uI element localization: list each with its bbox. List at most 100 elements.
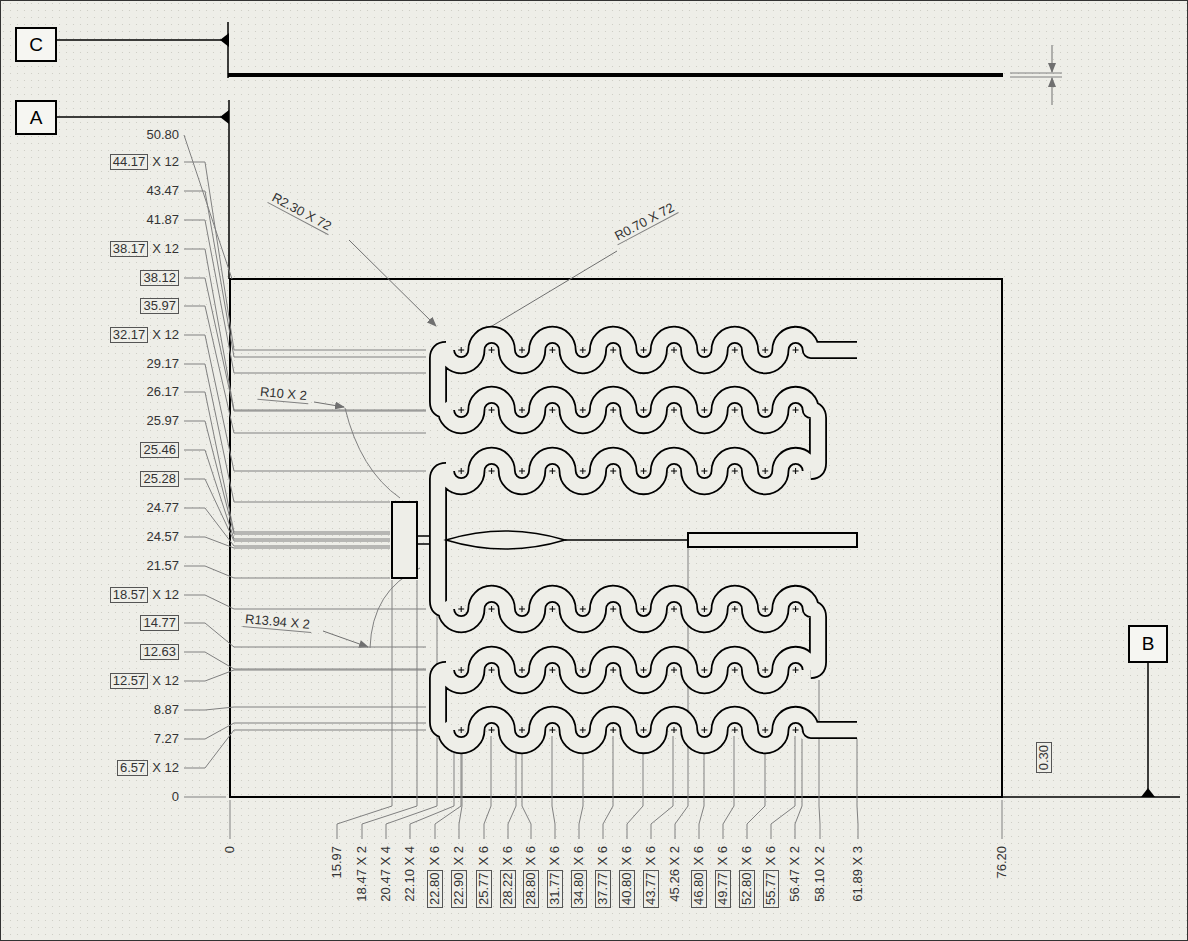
dimension-row: 38.17X 12 <box>0 241 179 257</box>
datum-letter: B <box>1142 633 1155 655</box>
basic-dimension: 32.17 <box>110 327 149 343</box>
dimension-row: 8.87 <box>0 702 179 718</box>
dimension-text: X 6 <box>764 846 778 866</box>
basic-dimension: 22.90 <box>451 870 467 909</box>
dimension-row: 35.97 <box>0 298 179 314</box>
dimension-column: 22.90X 2 <box>451 846 467 941</box>
dimension-text: 29.17 <box>146 357 179 371</box>
dimension-text: 24.77 <box>146 501 179 515</box>
leader-line <box>795 739 802 839</box>
leader-line <box>184 595 426 609</box>
dimension-row: 6.57X 12 <box>0 760 179 776</box>
basic-dimension: 14.77 <box>140 615 179 631</box>
leader-line <box>184 652 426 669</box>
datum-box: A <box>15 100 57 135</box>
dimension-text: 45.26 X 2 <box>668 846 682 902</box>
leader-line <box>184 707 426 710</box>
dimension-column: 58.10 X 2 <box>812 846 828 941</box>
dimension-row: 41.87 <box>0 212 179 228</box>
dimension-row: 38.12 <box>0 270 179 286</box>
basic-dimension: 35.97 <box>140 298 179 314</box>
basic-dimension: 37.77 <box>595 870 611 909</box>
dimension-text: 18.47 X 2 <box>355 846 369 902</box>
leader-line <box>184 723 426 739</box>
dimension-text: X 6 <box>620 846 634 866</box>
dimension-text: 41.87 <box>146 213 179 227</box>
leader-line <box>435 742 461 839</box>
basic-dimension: 46.80 <box>691 870 707 909</box>
datum-leader <box>57 116 221 118</box>
dimension-row: 25.46 <box>0 442 179 458</box>
dimension-column: 40.80 X 6 <box>619 846 635 941</box>
extension-line <box>1010 73 1062 74</box>
dimension-row: 43.47 <box>0 183 179 199</box>
leader-line <box>627 742 643 839</box>
dimension-text: 24.57 <box>146 530 179 544</box>
extension-line <box>1010 77 1062 78</box>
basic-dimension: 44.17 <box>110 154 149 170</box>
dimension-column: 49.77X 6 <box>715 846 731 941</box>
datum-letter: A <box>30 107 43 129</box>
basic-dimension: 38.17 <box>110 241 149 257</box>
datum-triangle <box>220 110 229 124</box>
dimension-text: X 12 <box>152 155 179 169</box>
dimension-row: 14.77 <box>0 615 179 631</box>
dimension-text: X 12 <box>152 588 179 602</box>
leader-line <box>184 730 426 768</box>
dimension-row: 32.17X 12 <box>0 327 179 343</box>
dimension-text: 25.97 <box>146 414 179 428</box>
dimension-text: X 6 <box>716 846 730 866</box>
basic-dimension: 6.57 <box>117 760 148 776</box>
dimension-text: 8.87 <box>154 703 179 717</box>
dimension-row: 18.57X 12 <box>0 587 179 603</box>
leader-line <box>323 631 368 647</box>
dimension-text: X 6 <box>740 846 754 866</box>
leader-line <box>184 537 390 548</box>
leader-line <box>484 736 491 839</box>
extension-line <box>228 100 230 279</box>
leader-line <box>349 240 436 326</box>
dimension-column: 28.22X 6 <box>500 846 516 941</box>
leader-line <box>603 736 613 839</box>
leader-line <box>184 249 426 410</box>
dimension-text: X 12 <box>152 674 179 688</box>
basic-dimension: 28.80 <box>523 870 539 909</box>
dimension-text: 7.27 <box>154 732 179 746</box>
leader-line <box>184 421 390 534</box>
leader-line <box>230 800 231 839</box>
dimension-row: 7.27 <box>0 731 179 747</box>
dimension-text: 58.10 X 2 <box>813 846 827 902</box>
basic-dimension: 40.80 <box>619 870 635 909</box>
dimension-column: 28.80X 6 <box>523 846 539 941</box>
outlet-channel <box>688 533 857 547</box>
leader-line <box>184 278 426 411</box>
dimension-text: X 12 <box>152 328 179 342</box>
dimension-text: 26.17 <box>146 385 179 399</box>
dimension-text: X 6 <box>428 846 442 866</box>
dimension-column: 45.26 X 2 <box>667 846 683 941</box>
leader-line <box>747 742 765 839</box>
basic-dimension: 0.30 <box>1036 742 1052 773</box>
basic-dimension: 34.80 <box>571 870 587 909</box>
dimension-text: 43.47 <box>146 184 179 198</box>
dimension-text: 21.57 <box>146 559 179 573</box>
dimension-row: 12.57X 12 <box>0 673 179 689</box>
leader-line <box>819 680 820 839</box>
dimension-text: 61.89 X 3 <box>851 846 865 902</box>
plate-edge <box>228 73 1003 77</box>
datum-triangle <box>1141 788 1155 797</box>
basic-dimension: 38.12 <box>140 270 179 286</box>
basic-dimension: 25.46 <box>140 442 179 458</box>
datum-triangle <box>220 33 229 47</box>
leader-line <box>508 742 516 839</box>
dimension-text: X 6 <box>692 846 706 866</box>
dimension-column: 31.77X 6 <box>547 846 563 941</box>
dimension-row: 29.17 <box>0 356 179 372</box>
basic-dimension: 28.22 <box>500 870 516 909</box>
basic-dimension: 43.77 <box>643 870 659 909</box>
extension-line <box>227 22 229 78</box>
radius-arc <box>345 408 400 498</box>
dimension-arrow <box>1052 78 1053 105</box>
leader-line <box>184 335 426 471</box>
